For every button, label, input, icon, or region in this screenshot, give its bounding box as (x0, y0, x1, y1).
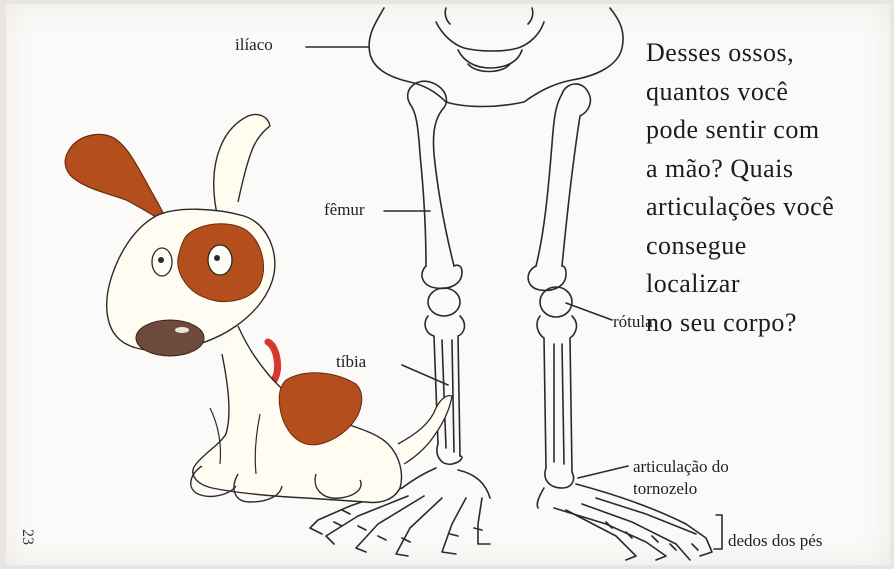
dog-ear-right (214, 114, 270, 218)
label-tibia: tíbia (336, 352, 366, 372)
question-line: consegue (646, 227, 894, 266)
pelvis-bone (369, 8, 623, 107)
label-iliaco: ilíaco (235, 35, 273, 55)
dog-tail (398, 396, 452, 464)
book-page: ilíaco fêmur tíbia rótula articulação do… (6, 4, 890, 565)
label-dedos: dedos dos pés (728, 531, 822, 551)
dedos-bracket (714, 515, 722, 549)
label-femur: fêmur (324, 200, 365, 220)
question-line: Desses ossos, (646, 34, 894, 73)
label-articulacao-line2: tornozelo (633, 479, 697, 499)
dog-nose (136, 320, 204, 356)
page-number: 23 (18, 529, 36, 545)
dog-pupil-left (158, 257, 164, 263)
tibia-leader (402, 365, 448, 385)
label-articulacao-line1: articulação do (633, 457, 729, 477)
question-line: pode sentir com (646, 111, 894, 150)
dog-ear-left (65, 134, 168, 224)
question-line: quantos você (646, 73, 894, 112)
question-line: no seu corpo? (646, 304, 894, 343)
dog-illustration (65, 114, 452, 502)
dog-eye-right (208, 245, 232, 275)
question-text: Desses ossos, quantos você pode sentir c… (646, 34, 894, 342)
articulacao-leader (578, 466, 628, 478)
question-line: articulações você (646, 188, 894, 227)
dog-pupil-right (214, 255, 220, 261)
question-line: localizar (646, 265, 894, 304)
question-line: a mão? Quais (646, 150, 894, 189)
